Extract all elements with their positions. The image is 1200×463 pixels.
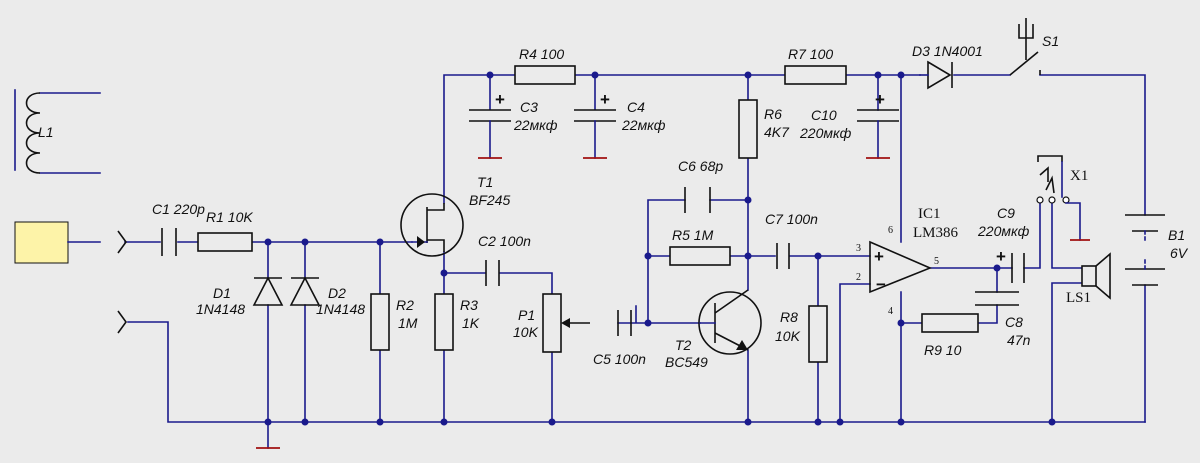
label-c9: C9: [997, 205, 1015, 221]
value-r2: 1M: [398, 315, 418, 331]
capacitor-c2: C2 100n: [478, 233, 531, 286]
opamp-ic1: + − 3 2 6 4 5 IC1 LM386: [856, 206, 959, 317]
value-t1: BF245: [469, 192, 510, 208]
resistor-r6: R6 4K7: [738, 99, 790, 159]
polarity-c4: +: [600, 90, 610, 109]
battery-b1: B1 6V: [1125, 214, 1189, 286]
label-c10: C10: [811, 107, 837, 123]
label-r2: R2: [396, 297, 414, 313]
potentiometer-p1: P1 10K: [513, 293, 590, 353]
capacitor-c7: C7 100n: [765, 211, 818, 269]
label-x1: X1: [1070, 168, 1088, 184]
label-d2: D2: [328, 285, 346, 301]
label-t2: T2: [675, 337, 692, 353]
capacitor-c1: C1 220p: [152, 201, 205, 256]
resistor-r8: R8 10K: [775, 305, 828, 363]
antenna-pad: [14, 221, 101, 264]
resistor-r4: R4 100: [514, 46, 576, 85]
resistor-r2: R2 1M: [370, 293, 418, 351]
capacitor-c10: + C10 220мкф: [799, 90, 899, 159]
pin-6: 6: [888, 225, 893, 236]
jack-x1: X1: [1036, 155, 1090, 241]
capacitor-c5: C5 100n: [593, 310, 646, 367]
capacitor-c8: C8 47n: [975, 291, 1031, 348]
label-d1: D1: [213, 285, 231, 301]
label-c4: C4: [627, 99, 645, 115]
resistor-r5: R5 1M: [669, 227, 731, 266]
label-d3: D3 1N4001: [912, 43, 983, 59]
resistor-r7: R7 100: [784, 46, 847, 85]
value-b1: 6V: [1170, 245, 1189, 261]
inductor-l1: L1: [14, 89, 101, 174]
label-c8: C8: [1005, 314, 1023, 330]
label-r7: R7 100: [788, 46, 833, 62]
label-c1: C1 220p: [152, 201, 205, 217]
label-r1: R1 10K: [206, 209, 253, 225]
ic1-minus-input: −: [876, 275, 886, 294]
value-c8: 47n: [1007, 332, 1031, 348]
value-d2: 1N4148: [316, 301, 365, 317]
label-r6: R6: [764, 106, 782, 122]
capacitor-c3: + C3 22мкф: [469, 90, 558, 159]
value-c9: 220мкф: [977, 223, 1030, 239]
capacitor-c6: C6 68p: [678, 158, 723, 213]
polarity-c10: +: [875, 90, 885, 109]
value-d1: 1N4148: [196, 301, 245, 317]
label-r3: R3: [460, 297, 478, 313]
value-ic1: LM386: [913, 225, 959, 241]
transistor-t2: T2 BC549: [665, 289, 762, 370]
input-connector-bottom: [117, 310, 127, 334]
label-r9: R9 10: [924, 342, 962, 358]
speaker-ls1: LS1: [1066, 252, 1111, 306]
value-c3: 22мкф: [513, 117, 558, 133]
label-p1: P1: [518, 307, 535, 323]
pin-4: 4: [888, 306, 893, 317]
junction-dots: [264, 71, 1056, 426]
pin-3: 3: [856, 243, 861, 254]
polarity-c9: +: [996, 247, 1006, 266]
pin-2: 2: [856, 272, 861, 283]
label-r8: R8: [780, 309, 798, 325]
value-t2: BC549: [665, 354, 708, 370]
capacitor-c4: + C4 22мкф: [574, 90, 666, 159]
label-s1: S1: [1042, 33, 1059, 49]
diode-d3: D3 1N4001: [912, 43, 983, 90]
label-c7: C7 100n: [765, 211, 818, 227]
value-c4: 22мкф: [621, 117, 666, 133]
label-ic1: IC1: [918, 206, 941, 222]
value-c10: 220мкф: [799, 125, 852, 141]
capacitor-c9: + C9 220мкф: [977, 205, 1030, 283]
label-r5: R5 1M: [672, 227, 714, 243]
ic1-plus-input: +: [874, 247, 884, 266]
label-c5: C5 100n: [593, 351, 646, 367]
pin-5: 5: [934, 256, 939, 267]
diode-d1: D1 1N4148: [196, 276, 284, 317]
value-r3: 1K: [462, 315, 480, 331]
label-r4: R4 100: [519, 46, 564, 62]
value-r6: 4K7: [764, 124, 790, 140]
label-ls1: LS1: [1066, 290, 1091, 306]
jfet-t1: T1 BF245: [400, 174, 510, 257]
polarity-c3: +: [495, 90, 505, 109]
label-l1: L1: [38, 124, 54, 140]
diode-d2: D2 1N4148: [289, 276, 365, 317]
switch-s1: S1: [1009, 18, 1059, 76]
label-c2: C2 100n: [478, 233, 531, 249]
resistor-r1: R1 10K: [197, 209, 253, 252]
resistor-r9: R9 10: [921, 313, 979, 358]
value-p1: 10K: [513, 324, 539, 340]
value-r8: 10K: [775, 328, 801, 344]
input-connector-top: [117, 230, 127, 254]
label-c6: C6 68p: [678, 158, 723, 174]
resistor-r3: R3 1K: [434, 293, 480, 351]
label-b1: B1: [1168, 227, 1185, 243]
ground-symbol: [256, 421, 280, 449]
label-t1: T1: [477, 174, 493, 190]
label-c3: C3: [520, 99, 538, 115]
wires: [124, 74, 1146, 423]
